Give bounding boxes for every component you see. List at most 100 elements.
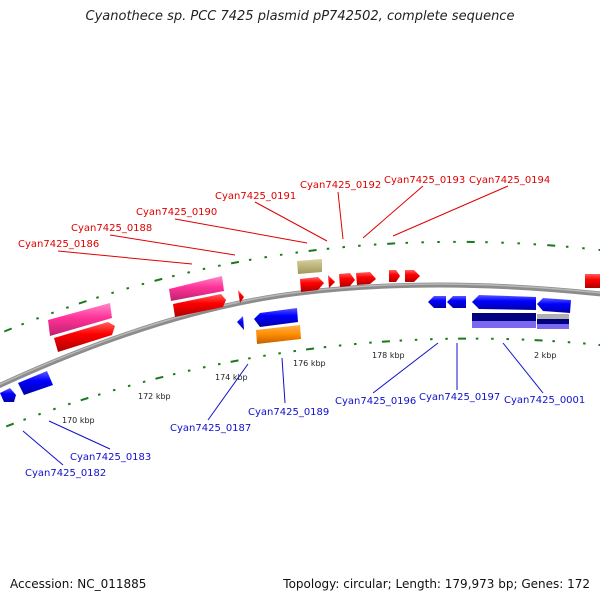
minor-tick [111, 291, 115, 295]
minor-tick [323, 346, 327, 349]
major-tick [5, 422, 15, 428]
gene-label[interactable]: Cyan7425_0190 [136, 207, 217, 218]
feature-cds-rev-5[interactable] [428, 296, 446, 308]
feature-cds-fwd-4[interactable] [300, 277, 324, 292]
gene-label[interactable]: Cyan7425_0187 [170, 423, 251, 434]
minor-tick [21, 322, 25, 326]
gene-label[interactable]: Cyan7425_0192 [300, 180, 381, 191]
feature-cds-fwd-9[interactable] [405, 270, 420, 282]
backbone-circle [0, 282, 600, 389]
feature-cds-rev-3[interactable] [237, 316, 244, 330]
minor-tick [582, 247, 585, 250]
major-tick [547, 244, 556, 247]
major-tick [154, 277, 163, 282]
feature-navy-1[interactable] [472, 313, 536, 321]
tick-ring-outer [3, 240, 600, 333]
minor-tick [342, 246, 346, 249]
feature-cds-rev-2[interactable] [18, 371, 53, 395]
minor-tick [501, 241, 504, 244]
minor-tick [353, 342, 357, 346]
feature-cds-fwd-7[interactable] [356, 272, 376, 285]
tick-label: 170 kbp [62, 416, 95, 425]
minor-tick [421, 241, 424, 244]
leader-line [57, 250, 193, 265]
minor-tick [399, 339, 403, 342]
tick-labels: 170 kbp 172 kbp 174 kbp 176 kbp 178 kbp … [62, 351, 556, 425]
feature-cds-rev-4[interactable] [254, 308, 298, 327]
feature-lavender-2[interactable] [537, 324, 569, 329]
feature-cds-fwd-6[interactable] [339, 273, 355, 287]
feature-cds-fwd-10[interactable] [585, 274, 600, 288]
minor-tick [521, 338, 525, 341]
gene-label[interactable]: Cyan7425_0197 [419, 392, 500, 403]
feature-orange-1[interactable] [256, 325, 301, 344]
minor-tick [445, 337, 448, 340]
feature-pink-1[interactable] [48, 303, 112, 336]
gene-label[interactable]: Cyan7425_0186 [18, 239, 99, 250]
feature-cds-fwd-1[interactable] [54, 322, 115, 352]
feature-cds-fwd-8[interactable] [389, 270, 400, 282]
gene-label[interactable]: Cyan7425_0188 [71, 223, 152, 234]
leader-line [337, 191, 344, 240]
minor-tick [430, 338, 433, 341]
minor-tick [279, 253, 283, 256]
gene-label[interactable]: Cyan7425_0193 [384, 175, 465, 186]
gene-label[interactable]: Cyan7425_0183 [70, 452, 151, 463]
tick-label: 178 kbp [372, 351, 405, 360]
minor-tick [50, 311, 54, 315]
gene-label[interactable]: Cyan7425_0194 [469, 175, 550, 186]
feature-grey-1[interactable] [537, 314, 569, 319]
gene-label[interactable]: Cyan7425_0189 [248, 407, 329, 418]
minor-tick [248, 258, 252, 261]
minor-tick [217, 264, 221, 267]
feature-olive-1[interactable] [297, 259, 322, 274]
minor-tick [533, 243, 537, 246]
minor-tick [453, 240, 456, 243]
minor-tick [36, 317, 40, 320]
major-tick [534, 339, 543, 342]
minor-tick [23, 418, 27, 421]
minor-tick [369, 341, 372, 344]
feature-cds-fwd-3[interactable] [238, 290, 244, 303]
major-tick [80, 396, 89, 402]
minor-tick [293, 349, 297, 353]
major-tick [381, 340, 390, 343]
feature-cds-rev-7[interactable] [472, 295, 536, 310]
leader-line [362, 185, 424, 239]
major-tick [3, 327, 13, 333]
leader-line [502, 342, 544, 394]
gene-label[interactable]: Cyan7425_0001 [504, 395, 585, 406]
minor-tick [38, 412, 42, 416]
major-tick [308, 249, 317, 252]
minor-tick [565, 245, 569, 248]
minor-tick [552, 340, 555, 343]
gene-label[interactable]: Cyan7425_0196 [335, 396, 416, 407]
minor-tick [414, 338, 418, 341]
minor-tick [278, 352, 281, 355]
minor-tick [485, 241, 488, 244]
feature-cds-rev-1[interactable] [0, 388, 16, 402]
minor-tick [373, 243, 377, 246]
tick-ring-inner [5, 337, 600, 428]
map-title: Cyanothece sp. PCC 7425 plasmid pP742502… [85, 9, 515, 24]
minor-tick [142, 380, 146, 384]
minor-tick [247, 357, 251, 360]
feature-cds-rev-6[interactable] [447, 296, 466, 308]
gene-label[interactable]: Cyan7425_0191 [215, 191, 296, 202]
feature-cds-fwd-2[interactable] [173, 294, 226, 317]
minor-tick [217, 362, 221, 366]
feature-navy-2[interactable] [537, 319, 569, 324]
backbone-highlight [0, 283, 600, 386]
feature-lavender-1[interactable] [472, 321, 536, 328]
gene-label[interactable]: Cyan7425_0182 [25, 468, 106, 479]
feature-cds-fwd-5[interactable] [328, 275, 335, 288]
leader-line [281, 357, 286, 404]
minor-tick [172, 372, 176, 376]
tick-label: 174 kbp [215, 373, 248, 382]
feature-cds-rev-8[interactable] [537, 298, 571, 313]
reverse-leaders [22, 342, 544, 466]
tick-label: 2 kbp [534, 351, 556, 360]
minor-tick [475, 337, 479, 340]
feature-pink-2[interactable] [169, 276, 224, 301]
